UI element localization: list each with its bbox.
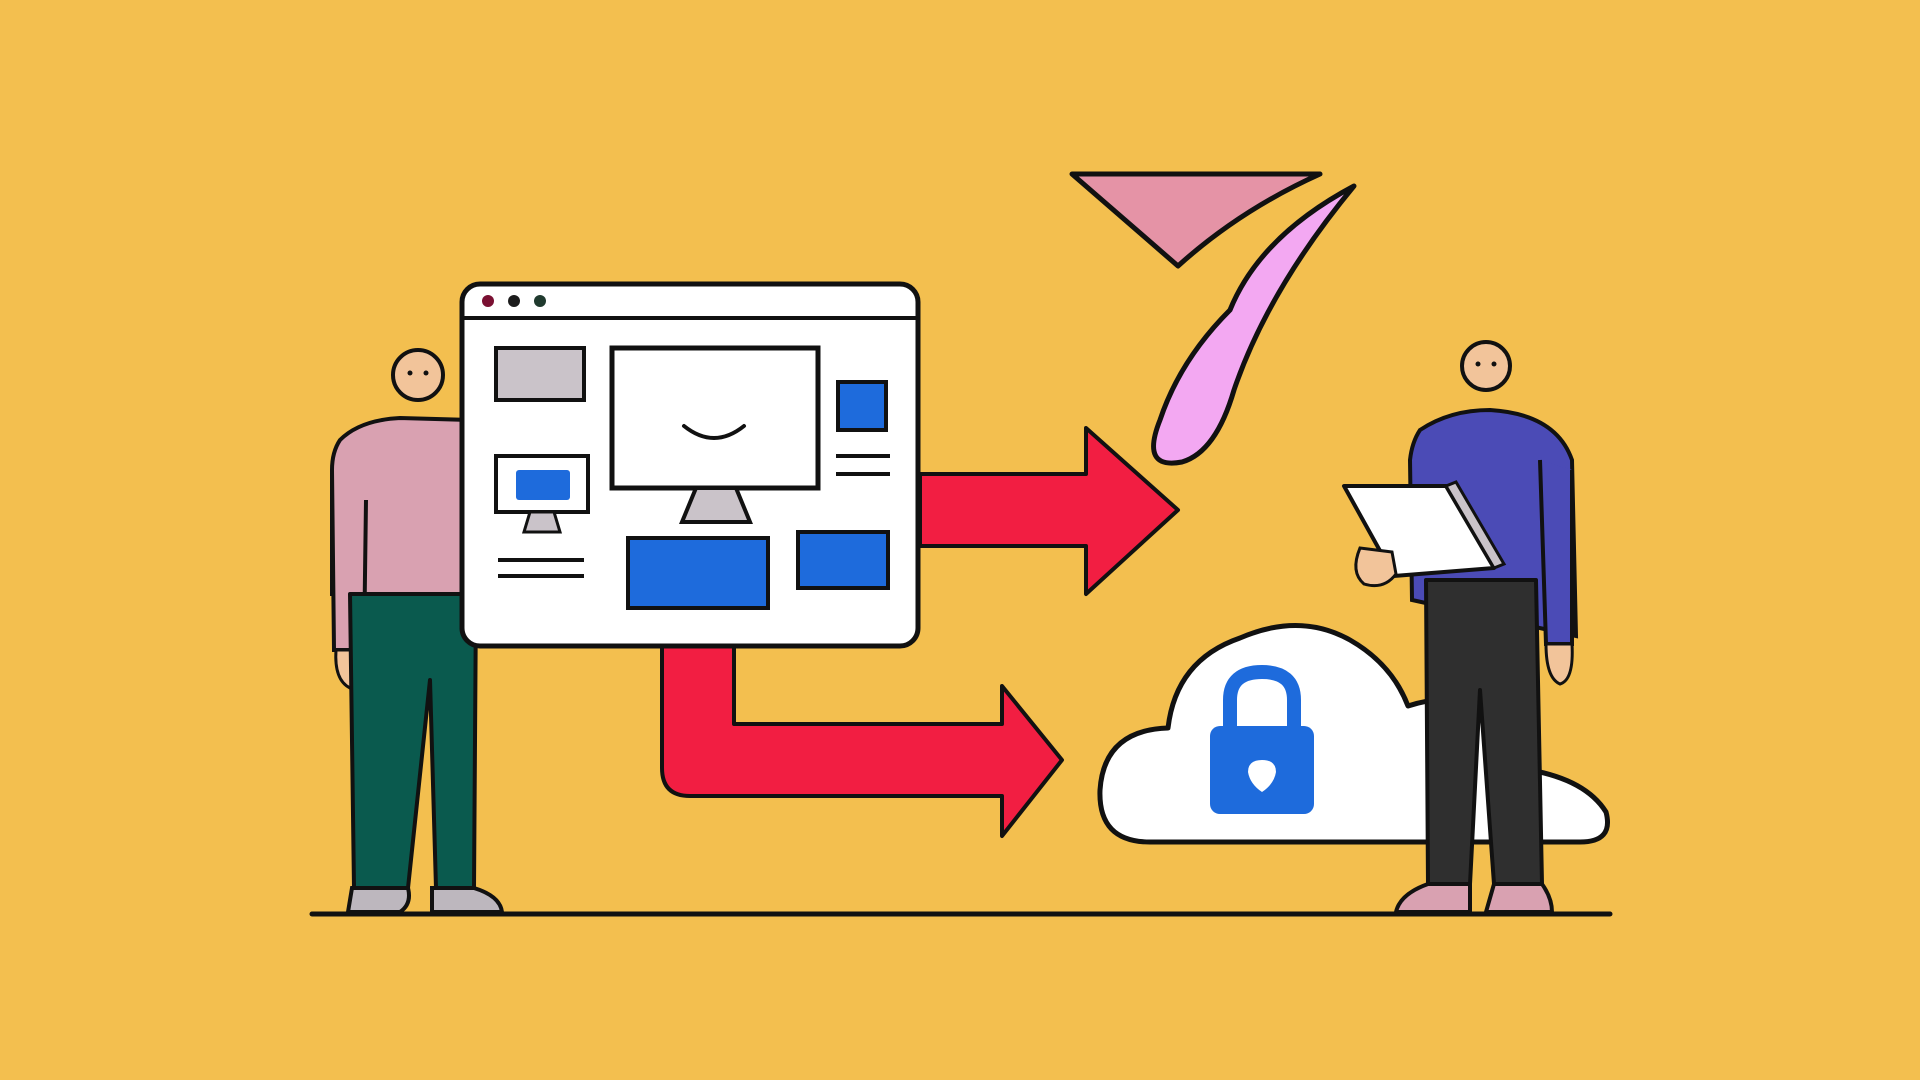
small-monitor-display <box>516 470 570 500</box>
arrow-right-icon <box>660 638 1064 838</box>
arrow-right-icon <box>918 426 1180 596</box>
padlock-keyhole <box>1248 760 1276 792</box>
right-person-eye <box>1491 361 1497 367</box>
right-person-head <box>1460 340 1512 392</box>
large-monitor-screen <box>609 345 821 491</box>
padlock-shackle <box>1223 664 1301 730</box>
right-person-shoe <box>1483 882 1555 914</box>
browser-window-illustration <box>459 281 921 649</box>
right-person-eye <box>1475 361 1481 367</box>
right-person-shoe <box>1393 882 1472 914</box>
right-person-holding-hand <box>1354 546 1398 588</box>
arrow-to-logo <box>918 426 1180 596</box>
right-person <box>1342 340 1579 914</box>
left-person-pants <box>348 592 478 890</box>
left-person-head <box>391 348 445 402</box>
left-person-eye <box>423 370 429 376</box>
left-person-shoe <box>345 886 411 914</box>
right-person-arm <box>1538 459 1574 646</box>
window-dot-maximize <box>534 295 546 307</box>
tablet-edge <box>1443 480 1507 570</box>
placeholder-image-block <box>494 346 586 402</box>
monitor-icon <box>609 345 821 524</box>
left-person-shoe <box>430 886 505 914</box>
logo-wedge-top <box>1069 171 1323 269</box>
blue-square-block <box>836 380 888 432</box>
monitor-icon <box>494 454 590 534</box>
window-dot-minimize <box>508 295 520 307</box>
large-monitor-stand <box>679 486 753 524</box>
logo-drop <box>1151 183 1357 466</box>
left-person-eye <box>407 370 413 376</box>
blue-button-block-small <box>796 530 890 590</box>
arrow-to-cloud <box>660 638 1064 838</box>
padlock-icon <box>1210 664 1314 814</box>
smile-glyph <box>682 424 746 440</box>
abstract-logo-shape <box>1069 171 1357 466</box>
left-person <box>330 348 505 914</box>
right-person-hand <box>1544 642 1574 686</box>
window-dot-close <box>482 295 494 307</box>
cloud-icon <box>1097 623 1610 845</box>
small-monitor-stand <box>521 510 563 534</box>
blue-button-block-large <box>626 536 770 610</box>
